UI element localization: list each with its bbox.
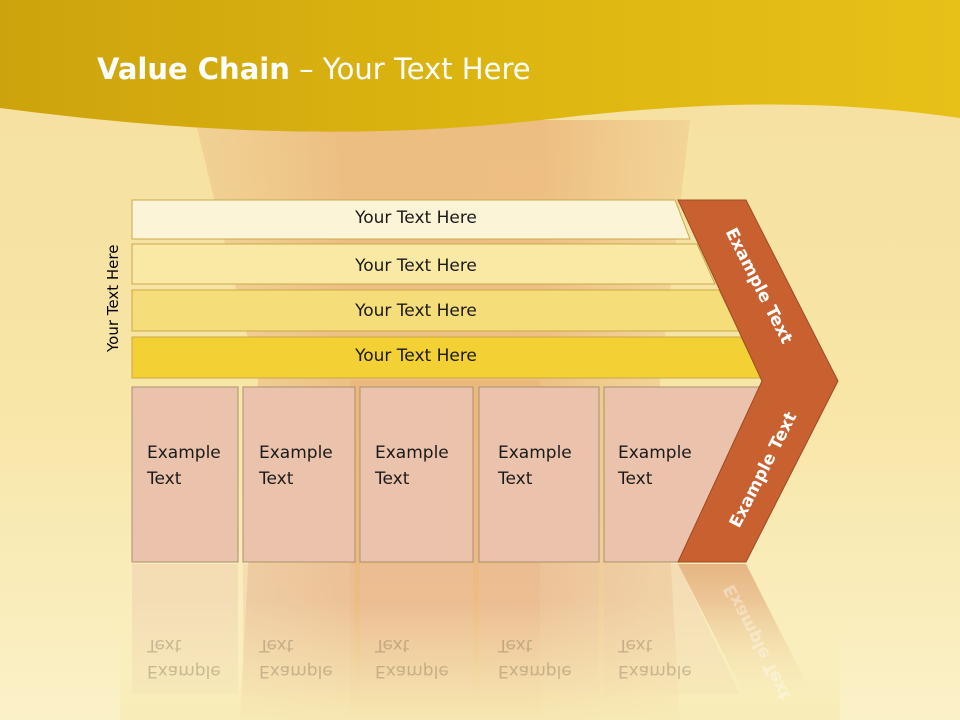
cell-1 bbox=[131, 386, 239, 563]
bar-2-label: Your Text Here bbox=[355, 256, 477, 276]
reflection-fade bbox=[120, 600, 840, 720]
cell-4-refl-line1: Example bbox=[498, 661, 572, 681]
cell-1-refl-line1: Example bbox=[147, 661, 221, 681]
cell-3-refl-line2: Text bbox=[375, 635, 410, 655]
cell-5-refl-line2: Text bbox=[618, 635, 653, 655]
title-bold: Value Chain bbox=[97, 52, 290, 86]
cell-2-reflection-text: Example Text bbox=[259, 632, 333, 684]
cell-2-line1: Example bbox=[259, 443, 333, 463]
bar-1 bbox=[131, 199, 691, 240]
cell-4-refl-line2: Text bbox=[498, 635, 533, 655]
cell-3-refl-line1: Example bbox=[375, 661, 449, 681]
side-label: Your Text Here bbox=[104, 244, 122, 352]
cell-1-line1: Example bbox=[147, 443, 221, 463]
cell-4-line1: Example bbox=[498, 443, 572, 463]
cell-2-refl-line2: Text bbox=[259, 635, 294, 655]
cell-5-refl-line1: Example bbox=[618, 661, 692, 681]
bar-4-label: Your Text Here bbox=[355, 346, 477, 366]
cell-3 bbox=[359, 386, 474, 563]
cell-1-refl-line2: Text bbox=[147, 635, 182, 655]
bar-1-label: Your Text Here bbox=[355, 208, 477, 228]
cell-1-reflection-text: Example Text bbox=[147, 632, 221, 684]
chevron-arrow bbox=[677, 199, 839, 563]
cell-4 bbox=[478, 386, 600, 563]
cell-3-reflection-text: Example Text bbox=[375, 632, 449, 684]
cell-5-line1: Example bbox=[618, 443, 692, 463]
cell-3-line2: Text bbox=[375, 469, 410, 489]
cell-3-line1: Example bbox=[375, 443, 449, 463]
cell-4-reflection-text: Example Text bbox=[498, 632, 572, 684]
cell-4-line2: Text bbox=[498, 469, 533, 489]
cell-5-line2: Text bbox=[618, 469, 653, 489]
header-band bbox=[0, 0, 960, 132]
cell-2 bbox=[242, 386, 356, 563]
title-rest: – Your Text Here bbox=[289, 52, 531, 86]
bar-2 bbox=[131, 243, 716, 285]
cell-5-reflection-text: Example Text bbox=[618, 632, 692, 684]
cell-2-line2: Text bbox=[259, 469, 294, 489]
cell-2-refl-line1: Example bbox=[259, 661, 333, 681]
cell-1-line2: Text bbox=[147, 469, 182, 489]
slide-title: Value Chain – Your Text Here bbox=[97, 52, 531, 86]
bar-3-label: Your Text Here bbox=[355, 301, 477, 321]
